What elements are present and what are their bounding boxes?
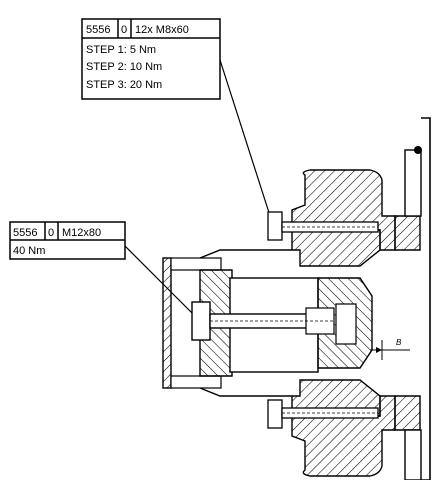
flange-bolt-upper <box>267 211 379 241</box>
callout-lower-flag: 0 <box>48 227 54 239</box>
end-cover <box>162 257 172 389</box>
callout-upper-step-1: STEP 1: 5 Nm <box>86 44 156 56</box>
leader-line-upper <box>219 59 273 223</box>
assembly-section: B <box>162 117 431 480</box>
shaft-right <box>394 215 421 251</box>
callout-lower-fastener: M12x80 <box>62 227 101 239</box>
flange-bolt-lower <box>267 399 379 429</box>
callout-upper-part-no: 5556 <box>86 24 110 36</box>
callout-upper-fastener: 12x M8x60 <box>135 24 189 36</box>
oring-upper <box>414 146 422 154</box>
housing-upper <box>199 229 381 267</box>
callout-lower-part-no: 5556 <box>13 227 37 239</box>
callout-upper-step-3: STEP 3: 20 Nm <box>86 79 162 91</box>
dimension-b-label: B <box>396 338 402 347</box>
callout-upper-frame <box>81 18 221 100</box>
callout-lower-torque: 40 Nm <box>13 245 45 257</box>
center-bolt <box>191 301 335 341</box>
leader-line-lower <box>124 245 198 319</box>
callout-upper-flag: 0 <box>121 24 127 36</box>
callout-upper: 5556 0 12x M8x60 STEP 1: 5 Nm STEP 2: 10… <box>81 18 221 100</box>
dimension-b: B <box>370 338 410 360</box>
callout-lower: 5556 0 M12x80 40 Nm <box>9 221 126 260</box>
callout-upper-step-2: STEP 2: 10 Nm <box>86 61 162 73</box>
